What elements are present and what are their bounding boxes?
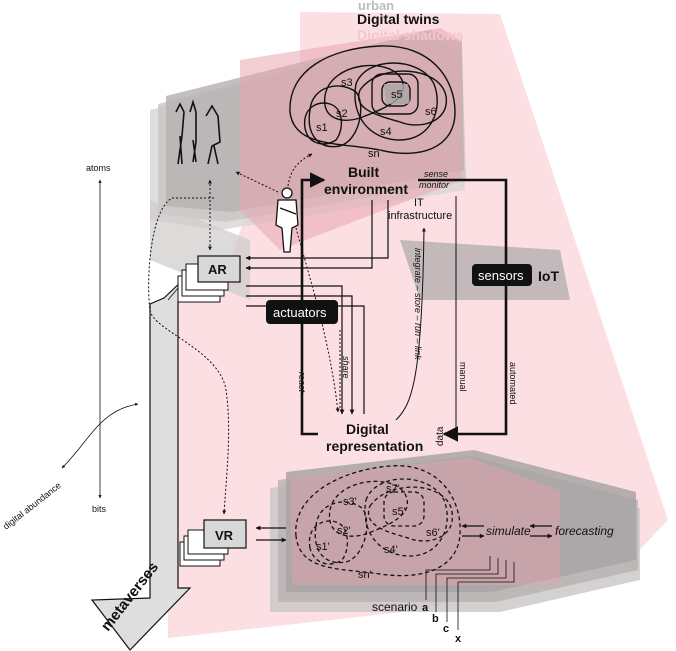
sensors-box — [472, 264, 532, 286]
dset-s5-label: s5' — [392, 506, 406, 518]
digital-label-line2: representation — [326, 438, 423, 454]
set-sn-label: sn — [368, 148, 380, 160]
actuators-label: actuators — [273, 305, 327, 320]
built-label-line1: Built — [348, 164, 379, 180]
atoms-label: atoms — [86, 163, 111, 173]
dset-s6-label: s6' — [426, 527, 440, 539]
dset-s7-label: s7' — [386, 483, 400, 495]
dset-sn-outline — [295, 465, 461, 577]
dset-s6-outline — [367, 486, 453, 542]
dset-s3-label: s3' — [343, 496, 357, 508]
dset-s4-outline — [364, 478, 448, 557]
person-icon — [275, 187, 299, 253]
sensors-label: sensors — [478, 268, 524, 283]
pipeline-label: integrate – store – run – link — [413, 248, 423, 360]
manual-label: manual — [458, 362, 468, 392]
set-s4-label: s4 — [380, 126, 392, 138]
dset-s4-label: s4' — [384, 544, 398, 556]
built-to-ar-line-2 — [245, 200, 373, 271]
it-label-line2: infrastructure — [388, 210, 452, 222]
scenario-c: c — [443, 623, 449, 635]
built-label-line2: environment — [324, 181, 408, 197]
dset-s1-label: s1' — [316, 541, 330, 553]
ar-to-digital-line-2 — [246, 295, 355, 415]
urban-label: urban — [358, 0, 394, 13]
dset-s1-outline — [308, 520, 348, 565]
set-s4-outline — [354, 62, 438, 141]
scenario-b: b — [432, 613, 439, 625]
digital-abundance-label: digital abundance — [1, 480, 63, 531]
set-s3-label: s3 — [341, 77, 353, 89]
it-label-line1: IT — [414, 197, 424, 209]
ar-label: AR — [208, 262, 227, 277]
react-label: react — [297, 372, 307, 393]
built-to-ar-line-1 — [245, 200, 389, 261]
set-s5-outline-1 — [371, 73, 419, 115]
people-icon — [175, 99, 221, 165]
dset-s5-outline — [383, 491, 425, 527]
digital-abundance-curve — [61, 402, 139, 469]
vr-label: VR — [215, 528, 234, 543]
set-s5-fill — [384, 84, 410, 104]
iot-label: IoT — [538, 268, 559, 284]
digital-layer-main — [286, 450, 636, 592]
scenario-lines — [425, 556, 515, 630]
ar-vr-dotted-left — [148, 197, 230, 515]
share-label: share — [341, 356, 351, 379]
dset-s2-label: s2' — [337, 525, 351, 537]
digital-label-line1: Digital — [346, 421, 389, 437]
set-s6-outline — [357, 70, 447, 126]
set-s1-label: s1 — [316, 122, 328, 134]
monitor-label: monitor — [419, 180, 450, 190]
dset-s2-outline — [314, 501, 368, 564]
automated-label: automated — [508, 362, 518, 405]
pipeline-arrow — [395, 227, 426, 421]
set-s6-label: s6 — [425, 106, 437, 118]
person-to-sets-dotted — [287, 153, 313, 187]
set-s5-label: s5 — [391, 89, 403, 101]
bits-label: bits — [92, 504, 107, 514]
built-to-digital-automated-loop — [418, 178, 508, 442]
digital-twins-label: Digital twins — [357, 11, 440, 27]
manual-line — [445, 196, 457, 436]
digital-set-diagram — [295, 465, 461, 577]
set-s5-outline-2 — [381, 81, 411, 107]
dset-s3-outline — [328, 480, 409, 537]
sense-label: sense — [424, 169, 448, 179]
digital-shadows-label: Digital shadows — [357, 27, 464, 43]
data-label: data — [435, 426, 446, 446]
physical-set-diagram — [289, 45, 456, 154]
scenario-label: scenario — [372, 600, 418, 614]
forecasting-label: forecasting — [555, 524, 614, 538]
background-layers — [150, 12, 668, 638]
scenario-x: x — [455, 633, 462, 645]
ar-card-stack — [177, 255, 241, 303]
simulate-label: simulate — [486, 524, 531, 538]
actuators-box — [266, 300, 338, 324]
dset-sn-label: sn' — [358, 569, 372, 581]
scenario-a: a — [422, 602, 429, 614]
set-s2-label: s2 — [336, 108, 348, 120]
ar-to-digital-line-1 — [246, 285, 345, 415]
vr-card-stack — [179, 519, 247, 567]
